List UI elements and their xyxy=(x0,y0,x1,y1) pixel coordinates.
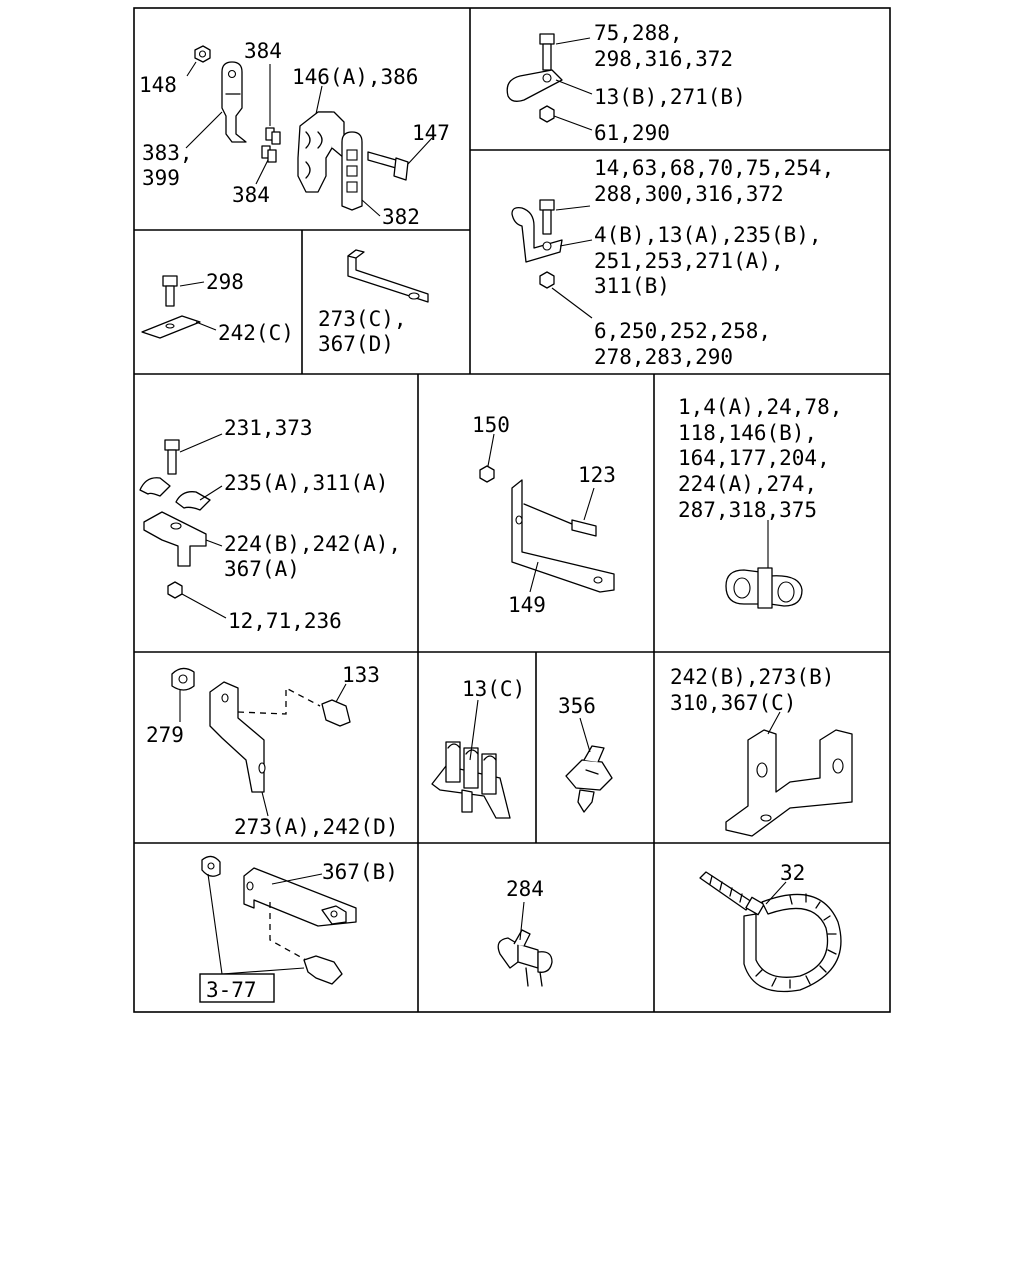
cell-15: 32 xyxy=(699,861,842,993)
callout-label: 118,146(B), xyxy=(678,421,817,445)
callout-label: 273(C), xyxy=(318,307,407,331)
part-drawing-multi-clip xyxy=(431,741,511,819)
cell-6: 231,373 235(A),311(A) 224(B),242(A), 367… xyxy=(139,416,401,633)
callout-label: 382 xyxy=(382,205,420,229)
callout-label: 399 xyxy=(142,166,180,190)
reference-label: 3-77 xyxy=(206,978,257,1002)
leader-line xyxy=(579,717,591,753)
callout-label: 32 xyxy=(780,861,805,885)
callout-label: 310,367(C) xyxy=(670,691,796,715)
callout-label: 367(D) xyxy=(318,332,394,356)
cell-11: 356 xyxy=(558,694,613,813)
leader-line xyxy=(519,901,525,941)
callout-label: 133 xyxy=(342,663,380,687)
callout-label: 150 xyxy=(472,413,510,437)
callout-label: 242(C) xyxy=(218,321,294,345)
callout-label: 235(A),311(A) xyxy=(224,471,388,495)
leaders-cell-4 xyxy=(179,281,217,331)
leaders-cell-9 xyxy=(179,683,347,817)
callout-label: 148 xyxy=(139,73,177,97)
cell-3: 14,63,68,70,75,254, 288,300,316,372 4(B)… xyxy=(511,156,834,369)
part-drawing-cable-tie xyxy=(699,871,842,993)
callout-label: 367(B) xyxy=(322,860,398,884)
callout-label: 273(A),242(D) xyxy=(234,815,398,839)
callout-label: 251,253,271(A), xyxy=(594,249,784,273)
part-drawing-double-clip xyxy=(725,567,803,609)
callout-label: 224(B),242(A), xyxy=(224,532,401,556)
cell-2: 75,288, 298,316,372 13(B),271(B) 61,290 xyxy=(506,21,746,145)
callout-label: 75,288, xyxy=(594,21,683,45)
callout-label: 384 xyxy=(244,39,282,63)
callout-label: 311(B) xyxy=(594,274,670,298)
leaders-cell-2 xyxy=(553,37,593,131)
cell-13: 367(B) 3-77 xyxy=(199,855,398,1003)
callout-label: 284 xyxy=(506,877,544,901)
leader-line xyxy=(469,699,479,761)
part-drawing-angle-bracket xyxy=(347,249,429,303)
reference-box xyxy=(199,973,275,1003)
callout-label: 13(B),271(B) xyxy=(594,85,746,109)
part-drawing-p-clip-with-bolt xyxy=(506,33,563,123)
part-drawing-clip-assembly xyxy=(194,45,409,211)
callout-label: 6,250,252,258, xyxy=(594,319,771,343)
cell-1: 148 384 146(A),386 147 383, 399 384 382 xyxy=(139,39,450,229)
leaders-cell-13 xyxy=(207,873,323,975)
callout-label: 231,373 xyxy=(224,416,313,440)
diagram-grid xyxy=(133,7,891,1013)
callout-label: 147 xyxy=(412,121,450,145)
callout-label: 13(C) xyxy=(462,677,525,701)
part-drawing-p-clip-vertical xyxy=(511,199,563,289)
callout-label: 12,71,236 xyxy=(228,609,342,633)
leaders-cell-3 xyxy=(551,205,593,319)
callout-label: 164,177,204, xyxy=(678,446,830,470)
callout-label: 383, xyxy=(142,141,193,165)
cell-8: 1,4(A),24,78, 118,146(B), 164,177,204, 2… xyxy=(678,395,842,609)
part-drawing-bracket-with-nut xyxy=(201,855,357,985)
leaders-cell-7 xyxy=(487,433,595,593)
part-drawing-plate-with-bolt xyxy=(141,275,201,339)
leaders-cell-6 xyxy=(179,433,227,619)
cell-10: 13(C) xyxy=(431,677,525,819)
callout-label: 4(B),13(A),235(B), xyxy=(594,223,822,247)
leader-line xyxy=(767,711,781,735)
callout-label: 278,283,290 xyxy=(594,345,733,369)
cell-5: 273(C), 367(D) xyxy=(318,249,429,356)
cell-4: 298 242(C) xyxy=(141,270,294,345)
part-drawing-offset-bracket xyxy=(171,667,351,793)
callout-label: 298 xyxy=(206,270,244,294)
part-drawing-u-bracket xyxy=(725,729,853,837)
callout-label: 356 xyxy=(558,694,596,718)
cell-9: 279 133 273(A),242(D) xyxy=(146,663,398,839)
part-drawing-wire-clip xyxy=(497,929,553,987)
leaders-cell-1 xyxy=(185,61,433,217)
callout-label: 14,63,68,70,75,254, xyxy=(594,156,834,180)
callout-label: 384 xyxy=(232,183,270,207)
callout-label: 1,4(A),24,78, xyxy=(678,395,842,419)
leader-line xyxy=(765,881,787,905)
cell-14: 284 xyxy=(497,877,553,987)
callout-label: 298,316,372 xyxy=(594,47,733,71)
part-drawing-saddle-clamp xyxy=(139,439,211,599)
callout-label: 279 xyxy=(146,723,184,747)
callout-label: 149 xyxy=(508,593,546,617)
callout-label: 288,300,316,372 xyxy=(594,182,784,206)
callout-label: 224(A),274, xyxy=(678,472,817,496)
cell-7: 150 123 149 xyxy=(472,413,616,617)
callout-label: 242(B),273(B) xyxy=(670,665,834,689)
callout-label: 61,290 xyxy=(594,121,670,145)
part-drawing-push-clip xyxy=(565,745,613,813)
callout-label: 123 xyxy=(578,463,616,487)
cell-12: 242(B),273(B) 310,367(C) xyxy=(670,665,853,837)
callout-label: 146(A),386 xyxy=(292,65,418,89)
callout-label: 287,318,375 xyxy=(678,498,817,522)
callout-label: 367(A) xyxy=(224,557,300,581)
